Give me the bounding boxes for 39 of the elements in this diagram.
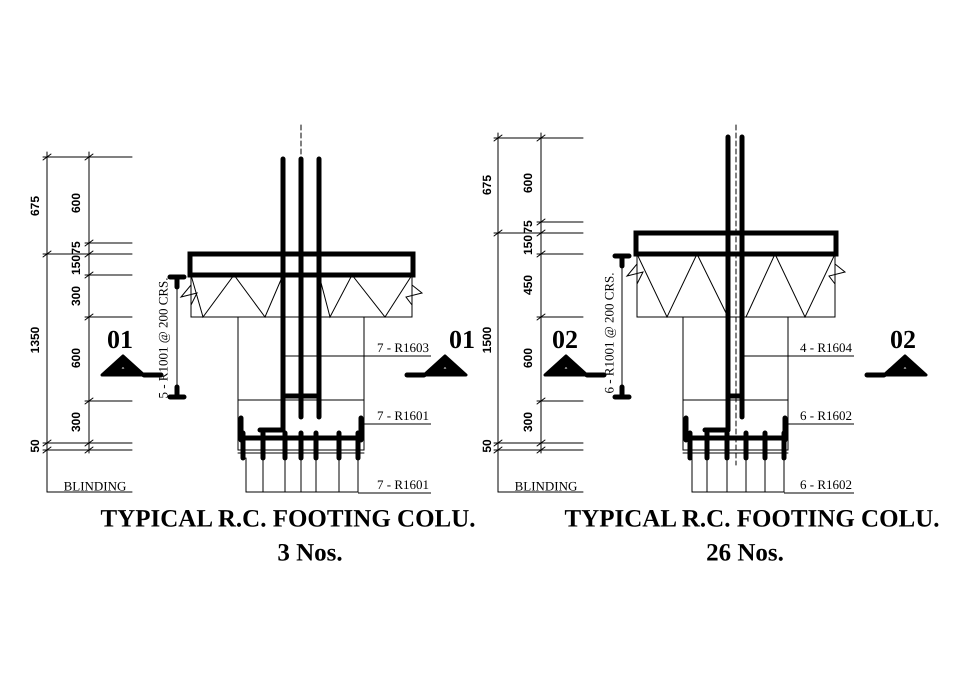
dimension-text: 150 [522, 234, 534, 256]
section-mark: 02 [890, 327, 916, 353]
dimension-text: 300 [70, 412, 82, 432]
rebar-label: 6 - R1602 [800, 409, 852, 422]
dimension-text: 75 [70, 241, 82, 255]
section-mark: 02 [552, 327, 578, 353]
dimension-text: 300 [522, 412, 534, 432]
layer-label: BLINDING [64, 480, 126, 492]
dimension-text: 675 [481, 174, 493, 196]
dimension-text: 1500 [481, 326, 493, 354]
dimension-text: 675 [29, 196, 41, 216]
rebar-note: 6 - R1001 @ 200 CRS. [602, 272, 616, 394]
dimension-text: 150 [70, 254, 82, 276]
pile-group-drawing [692, 458, 784, 492]
dimension-text: 600 [70, 348, 82, 368]
section-mark: 01 [449, 327, 475, 353]
dimension-text: 50 [29, 439, 41, 453]
rebar-label: 7 - R1601 [377, 478, 429, 491]
section-mark: 01 [107, 327, 133, 353]
rebar-label: 7 - R1601 [377, 409, 429, 422]
rebar-label: 7 - R1603 [377, 341, 429, 354]
rebar-label: 6 - R1602 [800, 478, 852, 491]
dimension-text: 600 [522, 348, 534, 368]
pile-group-drawing [246, 458, 358, 492]
dimension-text: 300 [70, 286, 82, 306]
dimension-text: 600 [522, 172, 534, 194]
leader-line [358, 492, 432, 494]
dimension-text: 50 [481, 439, 493, 453]
layer-label: BLINDING [514, 480, 578, 492]
quantity-note: 26 Nos. [706, 540, 784, 566]
dimension-text: 600 [70, 192, 82, 214]
drawing-title: TYPICAL R.C. FOOTING COLU. [564, 506, 940, 532]
dimension-text: 450 [522, 274, 534, 296]
dimension-text: 75 [522, 220, 534, 234]
dimension-text: 1350 [29, 326, 41, 354]
drawing-title: TYPICAL R.C. FOOTING COLU. [100, 506, 476, 532]
leader-line [784, 492, 854, 494]
rebar-label: 4 - R1604 [800, 341, 852, 354]
quantity-note: 3 Nos. [277, 540, 343, 566]
